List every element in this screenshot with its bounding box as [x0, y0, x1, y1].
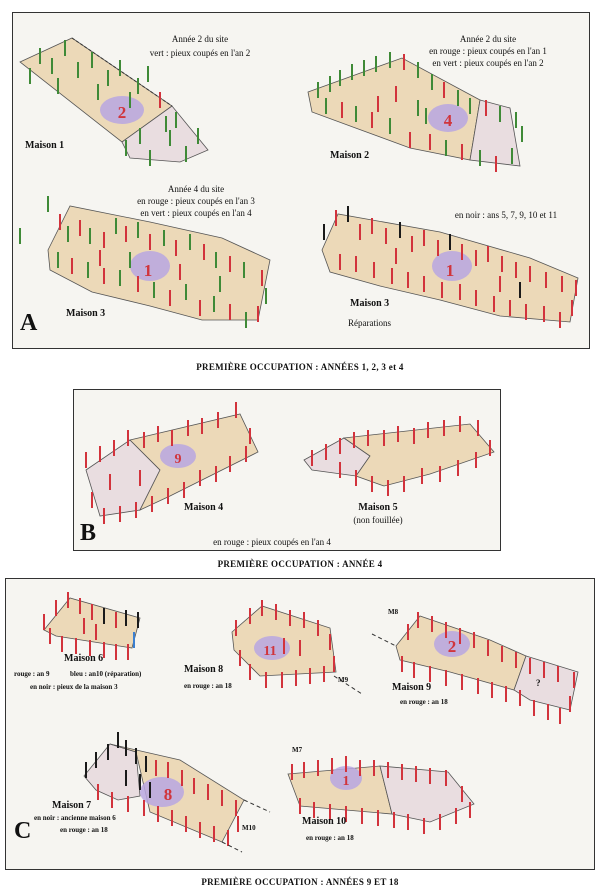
maison9-annex [513, 655, 579, 711]
maison1-dashed-wall [71, 37, 173, 107]
maison3-note-2: en rouge : pieux coupés en l'an 3 [137, 196, 255, 206]
maison2-number: 4 [444, 111, 453, 130]
maison10-label: Maison 10 [302, 816, 346, 827]
maison6-floor [43, 597, 141, 649]
maison5-sublabel: (non fouillée) [353, 515, 402, 525]
maison6-note-2: bleu : an10 (réparation) [70, 670, 142, 678]
maison5-label: Maison 5 [358, 502, 397, 513]
maison10-posts [291, 756, 471, 834]
maison10-annex [379, 765, 475, 823]
maison2-note-3: en vert : pieux coupés en l'an 2 [432, 58, 543, 68]
panel-letter-c: C [14, 818, 32, 844]
maison6-note-3: en noir : pieux de la maison 3 [30, 683, 118, 691]
maison1-label: Maison 1 [25, 140, 64, 151]
panel-letter-b: B [80, 520, 97, 546]
maison4-label: Maison 4 [184, 502, 223, 513]
maison4-posts [85, 402, 251, 524]
maison4-number: 9 [175, 452, 182, 467]
maison10-marker: M7 [292, 746, 303, 754]
maison9-unknown: ? [536, 678, 541, 688]
maison6-posts [43, 592, 139, 660]
maison1-hearth [100, 96, 144, 124]
maison5-floor [342, 423, 495, 487]
maison3-note-1: Année 4 du site [168, 184, 224, 194]
panel-letter-a: A [20, 310, 38, 336]
maison1-posts [29, 40, 199, 166]
maison7-dashed-extension-bottom [221, 841, 243, 853]
maison8-label: Maison 8 [184, 664, 223, 675]
maison7-label: Maison 7 [52, 800, 91, 811]
maison5-posts [311, 416, 491, 496]
maison7-hearth [140, 777, 184, 807]
maison1-number: 2 [118, 103, 127, 122]
maison6-note-1: rouge : an 9 [14, 670, 50, 678]
maison9-note: en rouge : an 18 [400, 698, 448, 706]
maison7-note-2: en rouge : an 18 [60, 826, 108, 834]
maison1-note-2: vert : pieux coupés en l'an 2 [150, 48, 251, 58]
maison9-posts [401, 612, 575, 724]
caption-c: PREMIÈRE OCCUPATION : ANNÉES 9 ET 18 [201, 877, 399, 887]
maison10-hearth [330, 766, 362, 790]
maison3-repair-sublabel: Réparations [348, 318, 391, 328]
maison3-number: 1 [144, 261, 153, 280]
maison3-repair-number: 1 [446, 261, 455, 280]
maison9-number: 2 [448, 637, 457, 656]
maison9-label: Maison 9 [392, 682, 431, 693]
maison2-note-2: en rouge : pieux coupés en l'an 1 [429, 46, 547, 56]
maison7-number: 8 [164, 785, 173, 804]
maison7-annex [83, 743, 141, 801]
maison3-note-3: en vert : pieux coupés en l'an 4 [140, 208, 252, 218]
maison7-posts [85, 732, 239, 846]
maison3-hearth [130, 251, 170, 281]
maison4-hearth [160, 444, 196, 468]
maison4-floor [129, 413, 259, 511]
caption-b: PREMIÈRE OCCUPATION : ANNÉE 4 [217, 559, 383, 569]
caption-a: PREMIÈRE OCCUPATION : ANNÉES 1, 2, 3 et … [196, 362, 404, 372]
maison6-label: Maison 6 [64, 653, 103, 664]
maison8-hearth [254, 636, 290, 660]
maison2-note-1: Année 2 du site [460, 34, 516, 44]
maison3-label: Maison 3 [66, 308, 105, 319]
maison2-annex [469, 99, 521, 167]
maison10-note: en rouge : an 18 [306, 834, 354, 842]
maison8-dashed-extension [333, 675, 363, 695]
maison3-repair-posts [323, 206, 577, 328]
maison8-posts [235, 600, 335, 688]
maison2-hearth [428, 104, 468, 132]
maison9-dashed-extension [371, 633, 397, 647]
maison3-repair-label: Maison 3 [350, 298, 389, 309]
maison3-repair-note: en noir : ans 5, 7, 9, 10 et 11 [455, 210, 557, 220]
maison10-number: 1 [343, 774, 350, 789]
maison8-number: 11 [263, 644, 276, 659]
maison7-marker: M10 [242, 824, 256, 832]
panel-b-legend: en rouge : pieux coupés en l'an 4 [213, 537, 331, 547]
maison2-label: Maison 2 [330, 150, 369, 161]
maison7-note-1: en noir : ancienne maison 6 [34, 814, 116, 822]
maison8-note: en rouge : an 18 [184, 682, 232, 690]
maison3-posts [19, 196, 267, 328]
maison1-note-1: Année 2 du site [172, 34, 228, 44]
maison7-dashed-extension-top [243, 799, 271, 813]
maison8-marker: M9 [338, 676, 349, 684]
maison9-marker: M8 [388, 608, 399, 616]
maison2-posts [317, 52, 523, 172]
